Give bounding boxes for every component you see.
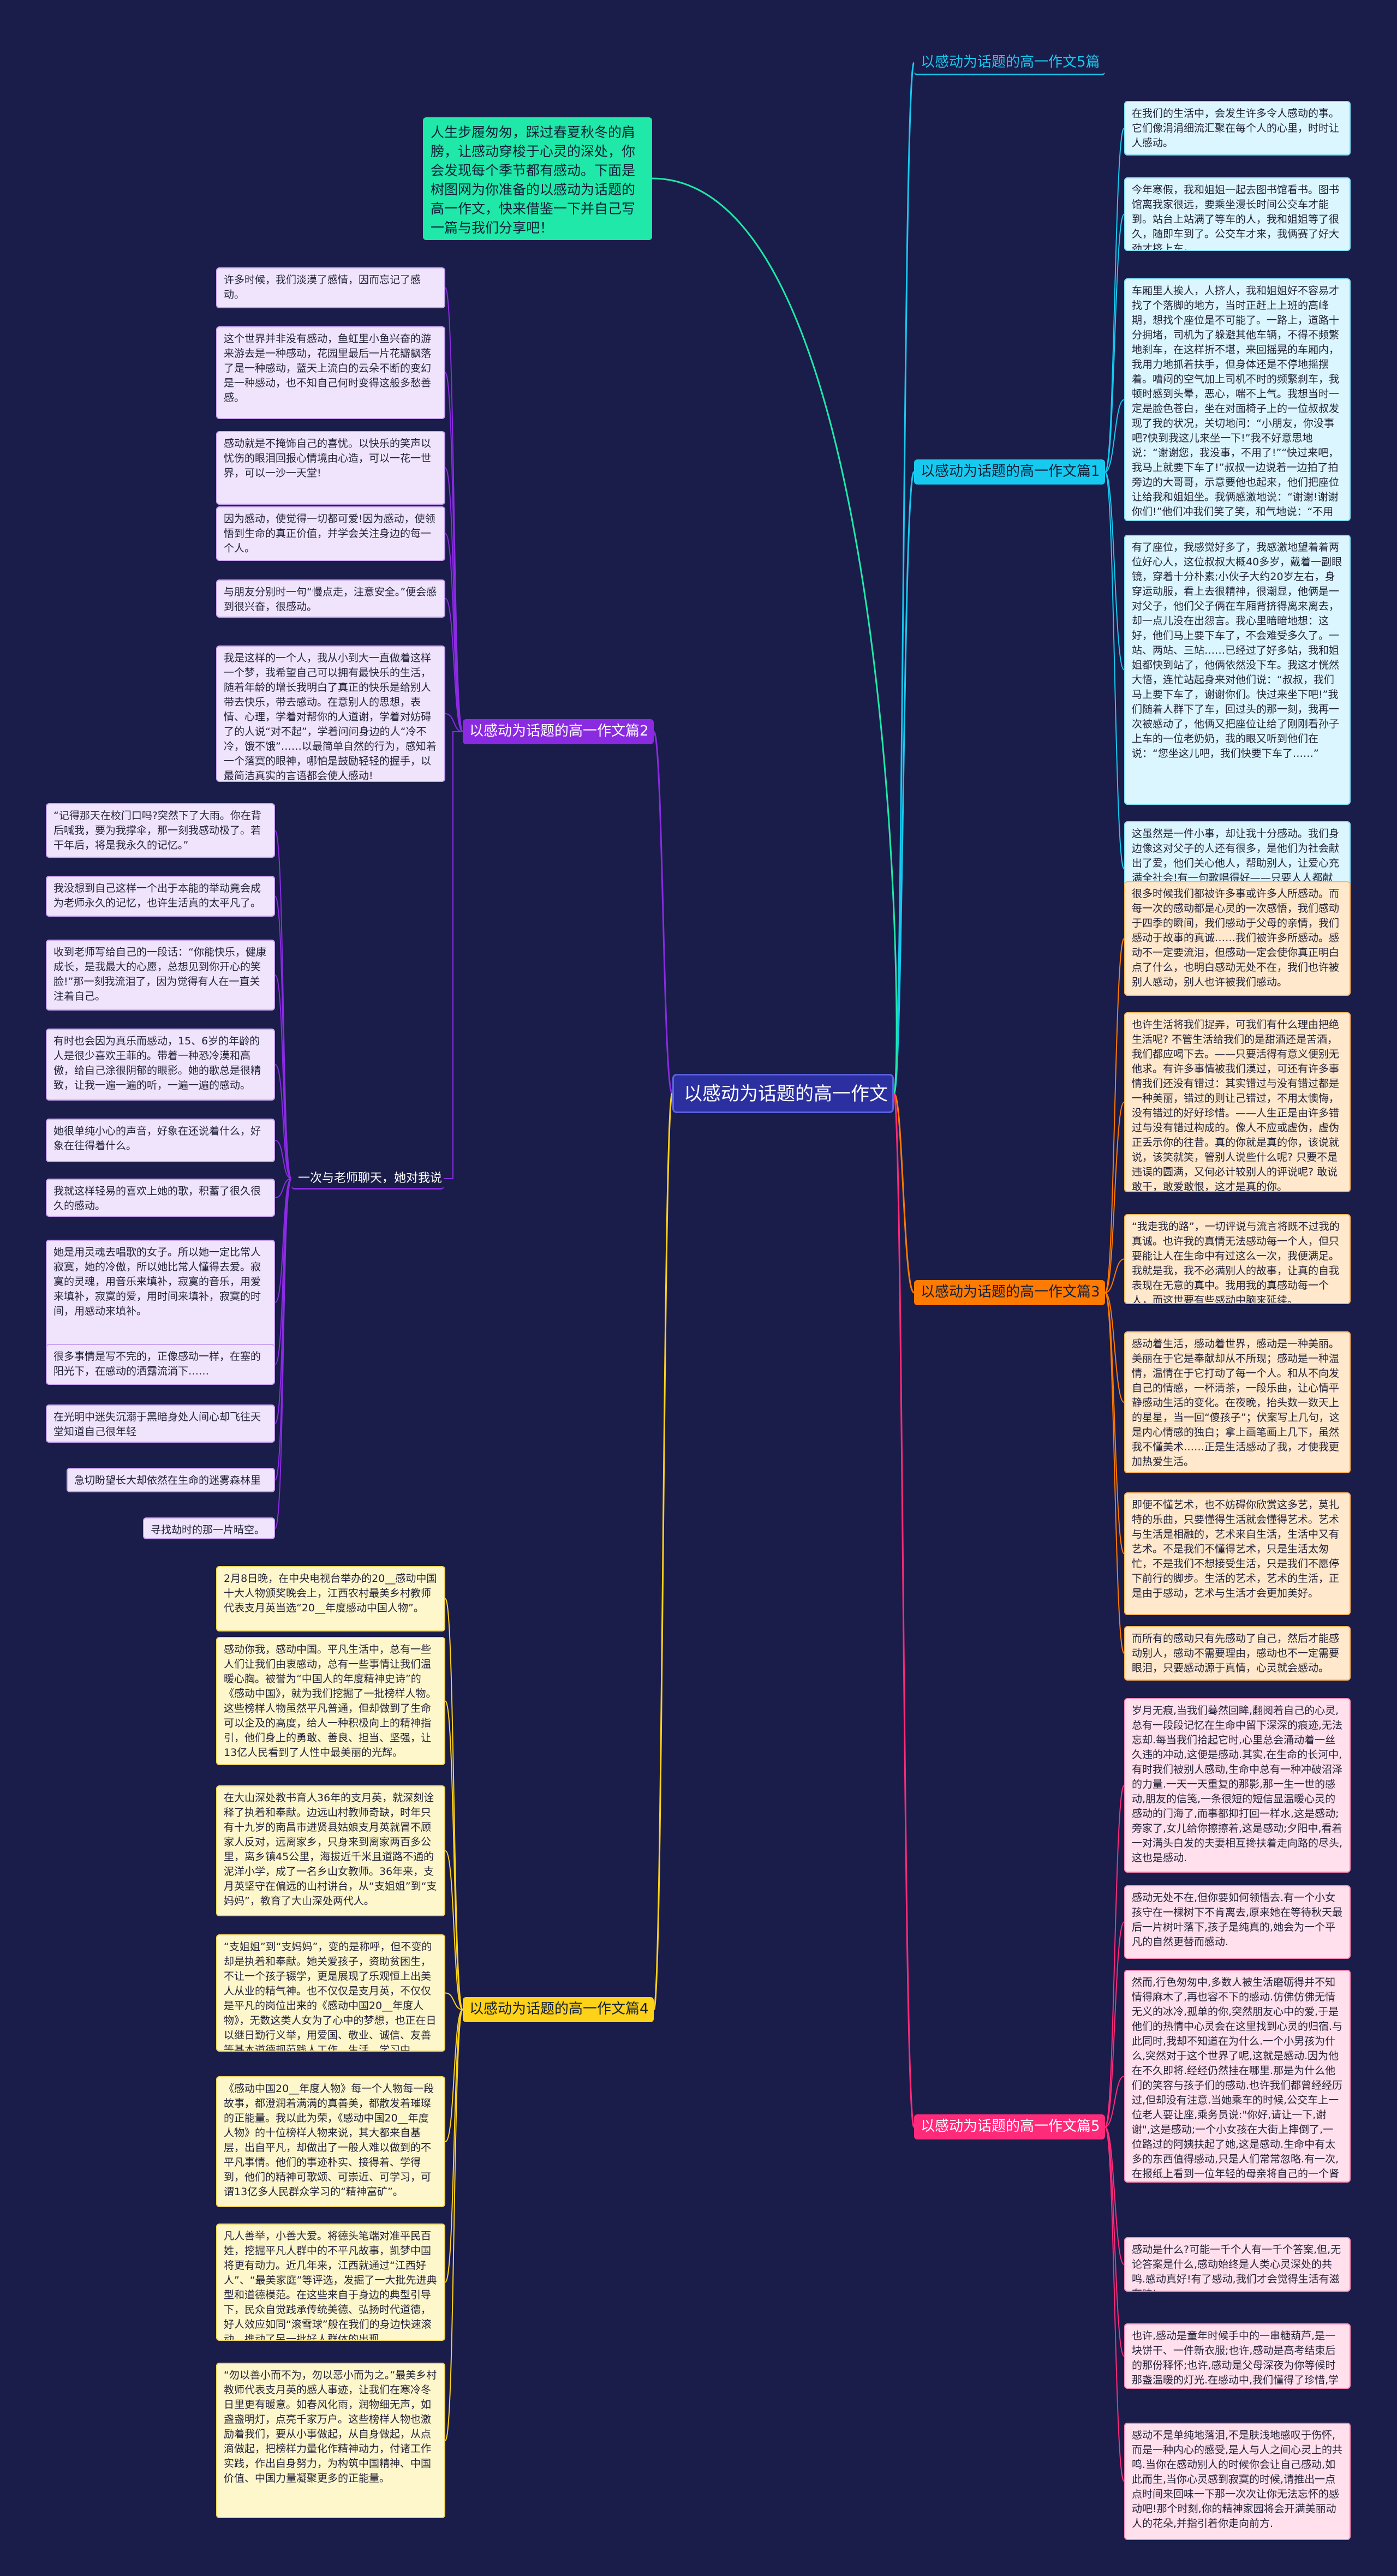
leaf-b1-4[interactable]: 有了座位，我感觉好多了，我感激地望着着两位好心人，这位叔叔大概40多岁，戴着一副… (1124, 535, 1351, 805)
connector-line (274, 1178, 292, 1424)
leaf-b3-4[interactable]: 感动着生活，感动着世界，感动是一种美丽。美丽在于它是奉献却从不所现；感动是一种温… (1124, 1331, 1351, 1473)
leaf-b3-5[interactable]: 即便不懂艺术，也不妨碍你欣赏这多艺，莫扎特的乐曲，只要懂得生活就会懂得艺术。艺术… (1124, 1492, 1351, 1615)
leaf-b5-1[interactable]: 岁月无痕,当我们蓦然回眸,翻阅着自己的心灵,总有一段段记忆在生命中留下深深的痕迹… (1124, 1698, 1351, 1873)
leaf-b5-6[interactable]: 感动不是单纯地落泪,不是肤浅地感叹于伤怀,而是一种内心的感受,是人与人之间心灵上… (1124, 2423, 1351, 2540)
connector-line (274, 1178, 292, 1529)
leaf-b2-2[interactable]: 这个世界并非没有感动，鱼虹里小鱼兴奋的游来游去是一种感动，花园里最后一片花瓣飘落… (216, 326, 445, 419)
connector-line (445, 2009, 463, 2142)
connector-line (274, 1064, 292, 1179)
leaf-b3-2[interactable]: 也许生活将我们捉弄，可我们有什么理由把绝生活呢? 不管生活给我们的是甜酒还是苦酒… (1124, 1012, 1351, 1192)
leaf-b4-7[interactable]: “勿以善小而不为，勿以恶小而为之。”最美乡村教师代表支月英的感人事迹，让我们在寒… (216, 2363, 445, 2518)
connector-line (1105, 128, 1125, 473)
leaf-b2sub-1[interactable]: “记得那天在校门口吗?突然下了大雨。你在背后喊我，要为我撑伞，那一刻我感动极了。… (46, 803, 275, 858)
connector-line (653, 1092, 673, 2011)
leaf-b3-1[interactable]: 很多时候我们都被许多事或许多人所感动。而每一次的感动都是心灵的一次感悟，我们感动… (1124, 881, 1351, 996)
branch-b4[interactable]: 以感动为话题的高一作文篇4 (463, 1997, 654, 2022)
connector-line (893, 62, 915, 1095)
leaf-b2sub-5[interactable]: 她很单纯小心的声音，好象在还说着什么，好象在往得着什么。 (46, 1119, 275, 1162)
connector-line (893, 471, 915, 1095)
leaf-b2-3[interactable]: 感动就是不掩饰自己的喜忧。以快乐的笑声以忧伤的眼泪回报心情境由心造，可以一花一世… (216, 431, 445, 505)
leaf-b2-6[interactable]: 我是这样的一个人，我从小到大一直做着这样一个梦，我希望自己可以拥有最快乐的生活，… (216, 646, 445, 782)
connector-line (274, 975, 292, 1179)
connector-line (652, 177, 898, 1095)
connector-line (445, 2009, 463, 2283)
connector-line (1105, 399, 1125, 473)
connector-line (1105, 2076, 1125, 2127)
connector-line (445, 1992, 463, 2010)
leaf-b4-6[interactable]: 凡人善举，小善大爱。将德头笔端对准平民百姓，挖掘平凡人群中的不平凡故事，凯梦中国… (216, 2224, 445, 2341)
branch-b5top[interactable]: 以感动为话题的高一作文5篇 (914, 50, 1105, 75)
connector-line (274, 1140, 292, 1179)
leaf-b5-3[interactable]: 然而,行色匆匆中,多数人被生活磨砺得并不知情得麻木了,再也容不下的感动.仿佛仿佛… (1124, 1970, 1351, 2183)
leaf-b2sub-9[interactable]: 在光明中迷失沉溺于黑暗身处人间心却飞往天堂知道自己很年轻 (46, 1404, 275, 1443)
connector-line (1105, 1921, 1125, 2127)
leaf-b2sub-10[interactable]: 急切盼望长大却依然在生命的迷雾森林里 (67, 1468, 275, 1492)
connector-line (445, 598, 463, 732)
connector-line (653, 731, 673, 1095)
leaf-b3-6[interactable]: 而所有的感动只有先感动了自己，然后才能感动别人，感动不需要理由，感动也不一定需要… (1124, 1626, 1351, 1681)
connector-line (1105, 1292, 1125, 1654)
connector-line (1105, 2126, 1125, 2265)
root-topic[interactable]: 以感动为话题的高一作文 (672, 1074, 894, 1113)
connector-line (1105, 2126, 1125, 2482)
leaf-b5-2[interactable]: 感动无处不在,但你要如何领悟去.有一个小女孩守在一棵树下不肯离去,原来她在等待秋… (1124, 1885, 1351, 1959)
leaf-b4-4[interactable]: “支姐姐”到“支妈妈”，变的是称呼，但不变的却是执着和奉献。她关爱孩子，资助贫困… (216, 1934, 445, 2052)
leaf-b4-5[interactable]: 《感动中国20__年度人物》每一个人物每一段故事，都澄润着满满的真善美，都散发着… (216, 2076, 445, 2207)
connector-line (1105, 1292, 1125, 1403)
leaf-b4-2[interactable]: 感动你我，感动中国。平凡生活中，总有一些人们让我们由衷感动，总有一些事情让我们温… (216, 1637, 445, 1765)
branch-b5[interactable]: 以感动为话题的高一作文篇5 (914, 2114, 1105, 2139)
connector-line (1105, 1785, 1125, 2127)
leaf-b1-1[interactable]: 在我们的生活中，会发生许多令人感动的事。它们像涓涓细流汇聚在每个人的心里，时时让… (1124, 101, 1351, 156)
branch-b2[interactable]: 以感动为话题的高一作文篇2 (463, 719, 654, 744)
leaf-b2-5[interactable]: 与朋友分别时一句“慢点走，注意安全。”便会感到很兴奋，很感动。 (216, 579, 445, 618)
connector-line (274, 895, 292, 1179)
leaf-b5-4[interactable]: 感动是什么?可能一千个人有一千个答案,但,无论答案是什么,感动始终是人类心灵深处… (1124, 2237, 1351, 2292)
connector-line (445, 533, 463, 732)
leaf-b2-1[interactable]: 许多时候，我们淡漠了感情，因而忘记了感动。 (216, 267, 445, 308)
connector-line (1105, 1292, 1125, 1555)
leaf-b2sub-11[interactable]: 寻找劫时的那一片晴空。 (143, 1517, 275, 1539)
connector-line (1105, 213, 1125, 473)
connector-line (445, 2009, 463, 2441)
leaf-b3-3[interactable]: “我走我的路”，一切评说与流言将既不过我的真诚。也许我的真情无法感动每一个人，但… (1124, 1214, 1351, 1304)
leaf-b2sub-4[interactable]: 有时也会因为真乐而感动，15、6岁的年龄的人是很少喜欢王菲的。带着一种恐冷漠和高… (46, 1029, 275, 1101)
leaf-b4-3[interactable]: 在大山深处教书育人36年的支月英，就深刻诠释了执着和奉献。边远山村教师奇缺，时年… (216, 1785, 445, 1916)
leaf-b1-3[interactable]: 车厢里人挨人，人挤人，我和姐姐好不容易才找了个落脚的地方，当时正赶上上班的高峰期… (1124, 278, 1351, 521)
connector-line (1105, 1258, 1125, 1293)
intro-note: 人生步履匆匆，踩过春夏秋冬的肩膀，让感动穿梭于心灵的深处，你会发现每个季节都有感… (423, 117, 652, 240)
connector-line (893, 1092, 915, 1294)
connector-line (1105, 471, 1125, 870)
connector-line (1105, 1102, 1125, 1293)
leaf-b2sub-8[interactable]: 很多事情是写不完的，正像感动一样，在塞的阳光下，在感动的洒露流淌下…… (46, 1344, 275, 1385)
connector-line (445, 372, 463, 732)
connector-line (445, 1700, 463, 2010)
branch-b3[interactable]: 以感动为话题的高一作文篇3 (914, 1280, 1105, 1305)
branch-b1[interactable]: 以感动为话题的高一作文篇1 (914, 459, 1105, 485)
connector-line (445, 1850, 463, 2010)
connector-line (445, 1598, 463, 2010)
leaf-b2sub-3[interactable]: 收到老师写给自己的一段话：“你能快乐，健康成长，是我最大的心愿，总想见到你开心的… (46, 940, 275, 1011)
connector-line (1105, 471, 1125, 671)
leaf-b1-2[interactable]: 今年寒假，我和姐姐一起去图书馆看书。图书馆离我家很远，要乘坐漫长时间公交车才能到… (1124, 177, 1351, 251)
connector-line (1105, 2126, 1125, 2357)
leaf-b5-5[interactable]: 也许,感动是童年时候手中的一串糖葫芦,是一块饼干、一件新衣服;也许,感动是高考结… (1124, 2323, 1351, 2389)
connector-line (274, 1178, 292, 1303)
connector-line (452, 731, 463, 1179)
connector-line (274, 1178, 292, 1198)
branch-b2sub[interactable]: 一次与老师聊天，她对我说： (291, 1168, 444, 1190)
leaf-b2sub-6[interactable]: 我就这样轻易的喜欢上她的歌，积蓄了很久很久的感动。 (46, 1179, 275, 1217)
connector-line (893, 1092, 915, 2128)
leaf-b2-4[interactable]: 因为感动，使觉得一切都可爱!因为感动，使领悟到生命的真正价值，并学会关注身边的每… (216, 506, 445, 561)
connector-line (1105, 938, 1125, 1293)
leaf-b4-1[interactable]: 2月8日晚，在中央电视台举办的20__感动中国十大人物颁奖晚会上，江西农村最美乡… (216, 1566, 445, 1631)
leaf-b2sub-2[interactable]: 我没想到自己这样一个出于本能的举动竟会成为老师永久的记忆，也许生活真的太平凡了。 (46, 876, 275, 917)
